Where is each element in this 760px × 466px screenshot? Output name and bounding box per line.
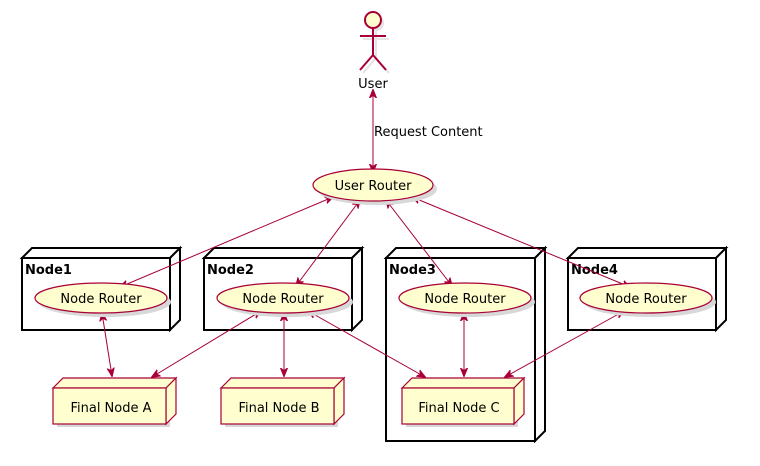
final-node-b-label: Final Node B (238, 401, 319, 416)
usecase-node-router-1-label: Node Router (60, 292, 142, 307)
edge-label-request-content: Request Content (374, 125, 483, 140)
user-actor: User (358, 11, 390, 92)
usecase-user-router: User Router (312, 168, 437, 205)
edges (102, 90, 630, 377)
final-node-c-label: Final Node C (418, 401, 499, 416)
final-node-c: Final Node C (400, 376, 526, 427)
edge-userrouter-noderouter4 (412, 197, 630, 287)
usecase-node-router-3-label: Node Router (424, 292, 506, 307)
user-actor-label: User (358, 77, 388, 92)
edge-userrouter-noderouter2 (296, 200, 360, 286)
edge-noderouter4-finalc (505, 311, 624, 377)
usecase-user-router-label: User Router (335, 179, 413, 194)
user-actor-icon (359, 11, 390, 74)
usecase-node-router-2: Node Router (216, 282, 353, 317)
usecase-node-router-3: Node Router (398, 282, 535, 317)
node2-title: Node2 (207, 263, 254, 278)
final-node-a-label: Final Node A (70, 401, 151, 416)
node1-title: Node1 (25, 263, 72, 278)
edge-noderouter2-finalc (308, 311, 425, 377)
usecase-node-router-4: Node Router (579, 282, 716, 317)
final-node-a: Final Node A (51, 376, 178, 427)
edge-noderouter2-finala (152, 311, 261, 377)
usecase-node-router-4-label: Node Router (605, 292, 687, 307)
final-node-b: Final Node B (219, 376, 346, 427)
edge-noderouter1-finala (102, 313, 112, 376)
usecase-node-router-1: Node Router (34, 282, 171, 317)
node3-title: Node3 (389, 263, 436, 278)
usecase-node-router-2-label: Node Router (242, 292, 324, 307)
